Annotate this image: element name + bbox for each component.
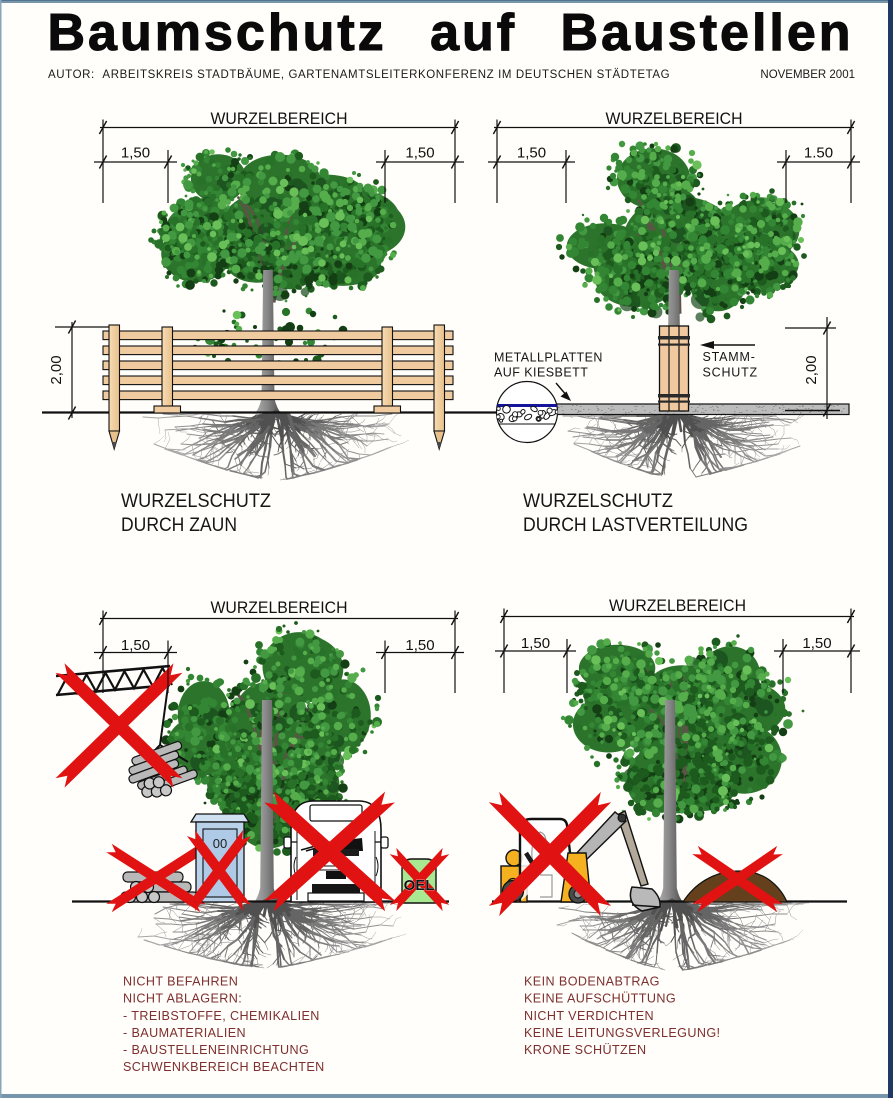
svg-text:DURCH ZAUN: DURCH ZAUN (121, 515, 237, 536)
svg-text:1,50: 1,50 (405, 145, 434, 162)
svg-text:NICHT ABLAGERN:: NICHT ABLAGERN: (123, 992, 242, 1006)
svg-text:00: 00 (213, 836, 227, 851)
svg-text:KEIN BODENABTRAG: KEIN BODENABTRAG (524, 975, 660, 989)
svg-text:WURZELSCHUTZ: WURZELSCHUTZ (121, 491, 271, 512)
svg-text:KRONE SCHÜTZEN: KRONE SCHÜTZEN (524, 1043, 646, 1057)
svg-text:WURZELBEREICH: WURZELBEREICH (211, 598, 348, 617)
svg-text:1,50: 1,50 (521, 635, 550, 652)
svg-text:OEL: OEL (404, 877, 435, 894)
svg-text:WURZELBEREICH: WURZELBEREICH (609, 596, 746, 615)
svg-text:METALLPLATTEN: METALLPLATTEN (494, 351, 603, 365)
svg-text:1,50: 1,50 (121, 637, 150, 654)
svg-text:NOVEMBER 2001: NOVEMBER 2001 (760, 69, 855, 81)
svg-text:1,50: 1,50 (802, 635, 831, 652)
svg-text:KEINE AUFSCHÜTTUNG: KEINE AUFSCHÜTTUNG (524, 992, 676, 1006)
svg-text:1,50: 1,50 (517, 145, 546, 162)
svg-text:- BAUMATERIALIEN: - BAUMATERIALIEN (123, 1026, 246, 1040)
svg-text:1.50: 1.50 (804, 145, 833, 162)
svg-text:SCHUTZ: SCHUTZ (703, 366, 759, 380)
svg-text:WURZELBEREICH: WURZELBEREICH (606, 109, 743, 128)
svg-text:WURZELBEREICH: WURZELBEREICH (211, 109, 348, 128)
svg-text:NICHT VERDICHTEN: NICHT VERDICHTEN (524, 1009, 654, 1023)
svg-text:- BAUSTELLENEINRICHTUNG: - BAUSTELLENEINRICHTUNG (123, 1043, 309, 1057)
svg-text:AUF KIESBETT: AUF KIESBETT (494, 366, 588, 380)
svg-text:1,50: 1,50 (121, 145, 150, 162)
svg-text:KEINE LEITUNGSVERLEGUNG!: KEINE LEITUNGSVERLEGUNG! (524, 1026, 720, 1040)
svg-text:1,50: 1,50 (405, 637, 434, 654)
svg-text:Baumschutz auf Baustellen: Baumschutz auf Baustellen (48, 4, 854, 62)
svg-text:2,00: 2,00 (48, 355, 65, 384)
svg-text:2,00: 2,00 (803, 355, 820, 384)
svg-text:- TREIBSTOFFE, CHEMIKALIEN: - TREIBSTOFFE, CHEMIKALIEN (123, 1009, 320, 1023)
svg-text:SCHWENKBEREICH BEACHTEN: SCHWENKBEREICH BEACHTEN (123, 1060, 325, 1074)
svg-text:WURZELSCHUTZ: WURZELSCHUTZ (523, 491, 673, 512)
svg-text:DURCH LASTVERTEILUNG: DURCH LASTVERTEILUNG (523, 515, 748, 536)
svg-text:AUTOR: ARBEITSKREIS STADTBÄUM: AUTOR: ARBEITSKREIS STADTBÄUME, GARTENAM… (48, 69, 670, 81)
svg-text:NICHT BEFAHREN: NICHT BEFAHREN (123, 975, 238, 989)
svg-text:STAMM-: STAMM- (703, 350, 756, 364)
